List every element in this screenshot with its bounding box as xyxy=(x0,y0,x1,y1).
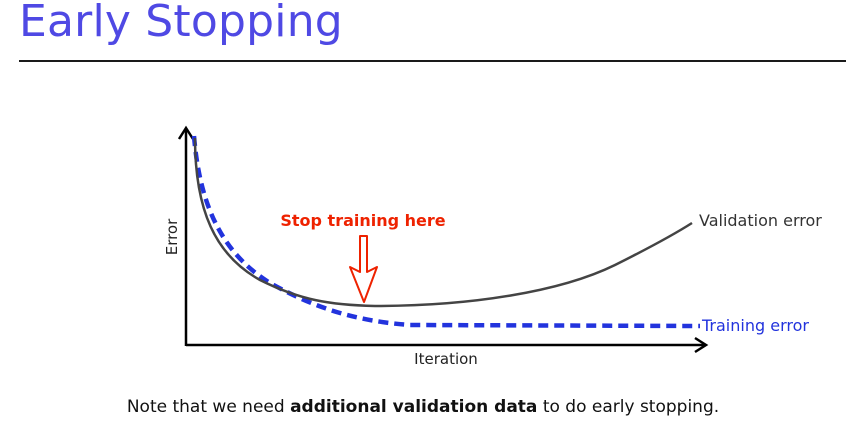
y-axis-arrowhead xyxy=(177,125,195,140)
stop-training-callout: Stop training here xyxy=(280,211,445,230)
title-divider xyxy=(19,60,846,62)
down-arrow-icon xyxy=(349,235,378,303)
x-axis-label: Iteration xyxy=(414,350,478,368)
footnote-prefix: Note that we need xyxy=(126,397,291,417)
axes xyxy=(177,125,709,354)
footnote-suffix: to do early stopping. xyxy=(537,397,720,417)
footnote-emphasis: additional validation data xyxy=(290,397,538,417)
validation-error-curve xyxy=(193,137,693,308)
y-axis-label: Error xyxy=(163,218,181,255)
footnote: Note that we need additional validation … xyxy=(0,397,846,417)
training-error-label: Training error xyxy=(701,316,809,335)
training-error-curve xyxy=(191,135,701,329)
slide-title: Early Stopping xyxy=(19,0,343,47)
x-axis-arrowhead xyxy=(694,336,709,354)
validation-error-label: Validation error xyxy=(699,211,822,230)
